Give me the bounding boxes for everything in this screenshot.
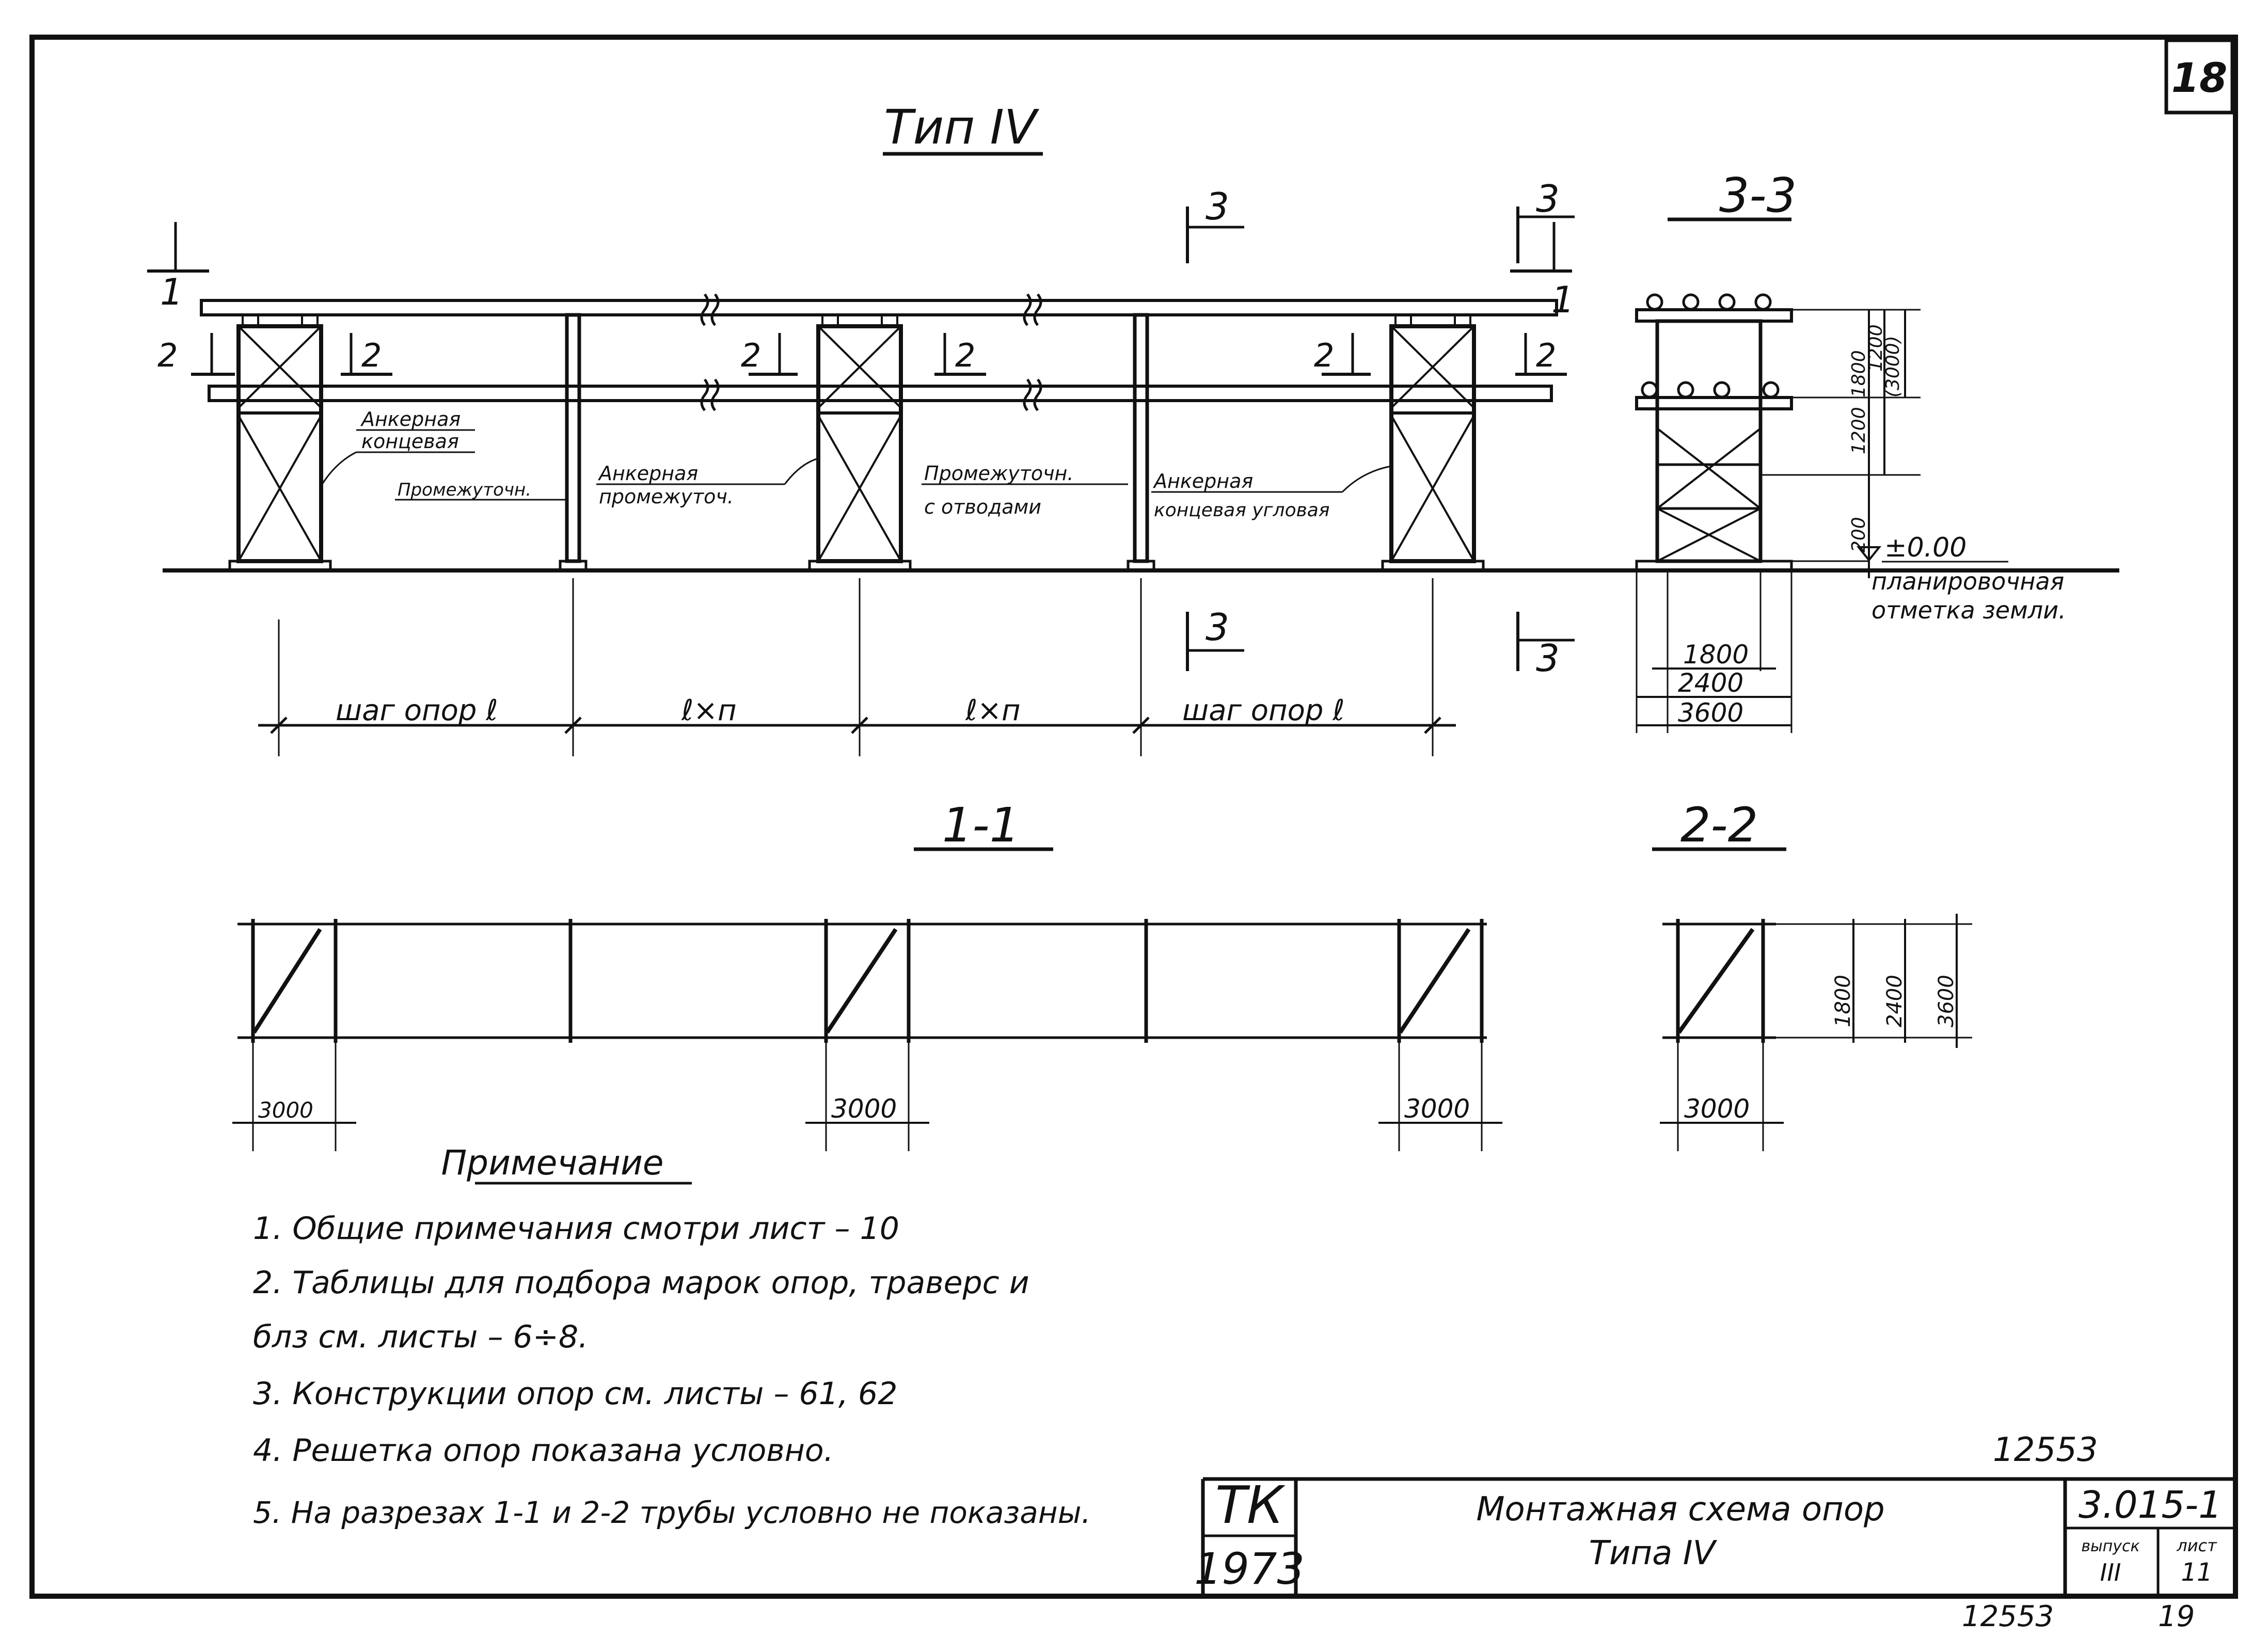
ground-label-2: отметка земли.	[1872, 596, 2066, 624]
sheet-number-box	[2164, 38, 2234, 115]
svg-text:3: 3	[1536, 637, 1560, 680]
sheet-label: лист	[2176, 1536, 2217, 1555]
anchor-intermediate-support	[808, 314, 912, 572]
footer-inv: 12553	[1962, 1600, 2054, 1633]
org-code: ТК	[1215, 1475, 1286, 1535]
footer-page: 19	[2158, 1600, 2195, 1633]
pipe-break	[1023, 378, 1042, 411]
section-marks-3: 3 3 3 3	[1186, 177, 1575, 680]
section-mark-1-left: 1	[160, 271, 183, 313]
dim-1-1-a: 3000	[258, 1098, 313, 1123]
org-year: 1973	[1194, 1544, 1305, 1594]
note-3: 3. Конструкции опор см. листы – 61, 62	[253, 1376, 897, 1412]
section-2-2: 2-2 1800 2400 3600 3000	[1652, 798, 1972, 1151]
notes-title: Примечание	[441, 1143, 664, 1183]
svg-text:2: 2	[361, 337, 382, 374]
svg-text:3: 3	[1206, 606, 1229, 649]
section-1-1-title: 1-1	[942, 798, 1020, 853]
anchor-end-support-right	[1381, 314, 1485, 572]
svg-text:3: 3	[1536, 177, 1560, 220]
intermediate-support-2	[1127, 313, 1155, 572]
section-3-3: 3-3 1800 (3000) 1200 1200 200	[1635, 168, 2066, 733]
svg-text:2: 2	[955, 337, 975, 374]
svg-text:2: 2	[741, 337, 761, 374]
dim-3000: (3000)	[1882, 336, 1904, 397]
intermediate-support-1	[559, 313, 588, 572]
stamp-number: 12553	[1993, 1431, 2098, 1469]
label-anchor-end-bend-2: концевая угловая	[1154, 500, 1330, 521]
section-1-1: 1-1 3000 3000 3000	[232, 798, 1502, 1151]
dim-2-2-3000: 3000	[1684, 1094, 1750, 1124]
doc-code: 3.015-1	[2079, 1483, 2222, 1526]
drawing-name-2: Типа IV	[1589, 1534, 1718, 1572]
label-anchor-end-bend-1: Анкерная	[1152, 470, 1253, 492]
label-anchor-end-1: Анкерная	[360, 408, 461, 431]
dim-w-2400: 2400	[1678, 668, 1743, 698]
dim-w-3600: 3600	[1678, 698, 1743, 728]
section-3-3-title: 3-3	[1719, 168, 1797, 223]
elevation-view: 1 1 2 2 2 2 2 2 3	[147, 177, 2119, 756]
section-mark-1-right: 1	[1551, 279, 1575, 321]
note-1: 1. Общие примечания смотри лист – 10	[253, 1211, 899, 1247]
dim-1-1-b: 3000	[831, 1094, 897, 1124]
section-2-2-title: 2-2	[1680, 798, 1758, 853]
issue-value: III	[2100, 1559, 2121, 1586]
dim-2-2-2400: 2400	[1883, 975, 1907, 1027]
label-anchor-end-2: концевая	[361, 430, 459, 453]
span-label-2: ℓ×п	[681, 694, 737, 727]
note-2: 2. Таблицы для подбора марок опор, траве…	[253, 1265, 1029, 1301]
ground-level: ±0.00	[1884, 532, 1966, 563]
note-2-cont: блз см. листы – 6÷8.	[253, 1319, 588, 1355]
label-intermediate-offsets-2: с отводами	[924, 496, 1041, 518]
drawing-name-1: Монтажная схема опор	[1476, 1490, 1884, 1529]
label-anchor-intermediate-2: промежуточ.	[599, 485, 734, 508]
label-anchor-intermediate-1: Анкерная	[597, 462, 698, 485]
pipe-break	[700, 378, 720, 411]
section-marks-2: 2 2 2 2 2 2	[157, 333, 1567, 376]
svg-text:2: 2	[1314, 337, 1334, 374]
sheet-value: 11	[2181, 1558, 2212, 1587]
pipe-upper	[200, 299, 1558, 316]
dim-2-2-3600: 3600	[1934, 975, 1958, 1027]
dim-1200-b: 1200	[1865, 324, 1886, 372]
span-label-4: шаг опор ℓ	[1182, 694, 1344, 727]
label-intermediate-offsets-1: Промежуточн.	[924, 462, 1073, 485]
label-intermediate: Промежуточн.	[398, 480, 531, 500]
pipe-break	[700, 293, 720, 326]
sheet-frame	[29, 35, 2238, 1599]
svg-text:2: 2	[157, 337, 178, 374]
dim-1200-a: 1200	[1848, 407, 1869, 454]
span-label-3: ℓ×п	[965, 694, 1021, 727]
sheet-number: 18	[2171, 55, 2228, 102]
notes-block: Примечание 1. Общие примечания смотри ли…	[253, 1143, 1091, 1530]
span-dimensions: шаг опор ℓ ℓ×п ℓ×п шаг опор ℓ	[258, 578, 1456, 756]
issue-label: выпуск	[2081, 1537, 2139, 1555]
drawing-title: Тип IV	[884, 100, 1040, 155]
dim-2-2-1800: 1800	[1831, 975, 1855, 1027]
note-4: 4. Решетка опор показана условно.	[253, 1433, 834, 1469]
ground-label-1: планировочная	[1872, 567, 2064, 595]
title-block: ТК 1973 Монтажная схема опор Типа IV 3.0…	[1194, 1475, 2235, 1596]
anchor-end-support-left	[228, 314, 332, 572]
svg-text:2: 2	[1536, 337, 1556, 374]
span-label-1: шаг опор ℓ	[336, 694, 498, 727]
dim-1-1-c: 3000	[1404, 1094, 1470, 1124]
dim-1800: 1800	[1848, 350, 1869, 397]
svg-text:3: 3	[1206, 185, 1229, 228]
note-5: 5. На разрезах 1-1 и 2-2 трубы условно н…	[253, 1495, 1091, 1530]
pipe-break	[1023, 293, 1042, 326]
dim-w-1800: 1800	[1683, 640, 1749, 670]
